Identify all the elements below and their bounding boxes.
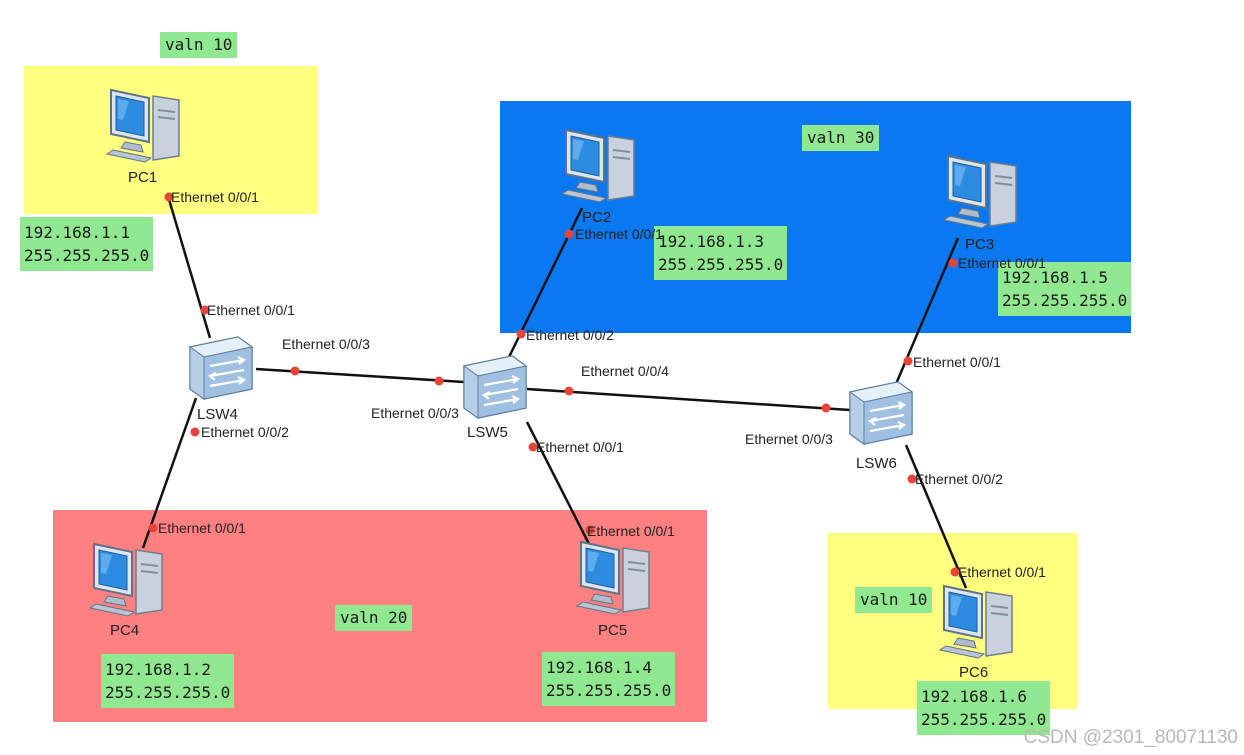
port-dot	[821, 403, 831, 413]
port-label-pc3-e1: Ethernet 0/0/1	[958, 255, 1046, 271]
link-pc1-lsw4	[166, 195, 212, 339]
port-dot	[434, 376, 444, 386]
port-dot	[564, 229, 574, 239]
vlan-label-top-left: valn 10	[160, 32, 238, 58]
pc4-icon[interactable]	[88, 540, 168, 620]
port-dot	[585, 525, 595, 535]
watermark: CSDN @2301_80071130	[1023, 727, 1238, 748]
lsw5-switch-icon[interactable]	[460, 352, 530, 422]
lsw6-name: LSW6	[856, 455, 897, 472]
pc6-ip-config: 192.168.1.6 255.255.255.0	[917, 681, 1051, 735]
pc5-ip: 192.168.1.4	[546, 658, 652, 677]
pc3-mask: 255.255.255.0	[1002, 291, 1128, 310]
link-lsw6-pc6	[904, 444, 968, 589]
port-dot	[564, 386, 574, 396]
lsw6-switch-icon[interactable]	[846, 378, 916, 448]
port-dot	[148, 523, 158, 533]
pc1-icon[interactable]	[105, 86, 185, 166]
port-dot	[948, 258, 958, 268]
pc3-name: PC3	[965, 236, 995, 253]
port-dot	[200, 305, 210, 315]
port-label-lsw4-e3: Ethernet 0/0/3	[282, 336, 370, 352]
pc1-ip-config: 192.168.1.1 255.255.255.0	[20, 217, 154, 271]
lsw4-switch-icon[interactable]	[186, 333, 256, 403]
pc5-icon[interactable]	[575, 538, 655, 618]
port-dot	[907, 474, 917, 484]
vlan-label-vlan30: valn 30	[802, 125, 880, 151]
port-label-pc1-e1: Ethernet 0/0/1	[171, 189, 259, 205]
port-label-lsw6-e1: Ethernet 0/0/1	[913, 354, 1001, 370]
pc1-mask: 255.255.255.0	[24, 246, 150, 265]
port-dot	[190, 427, 200, 437]
pc6-mask: 255.255.255.0	[921, 710, 1047, 729]
pc4-ip-config: 192.168.1.2 255.255.255.0	[101, 654, 235, 708]
port-label-pc5-e1: Ethernet 0/0/1	[587, 523, 675, 539]
port-dot	[516, 329, 526, 339]
port-dot	[290, 366, 300, 376]
pc6-ip: 192.168.1.6	[921, 687, 1027, 706]
pc4-ip: 192.168.1.2	[105, 660, 211, 679]
pc3-ip: 192.168.1.5	[1002, 268, 1108, 287]
pc2-ip-config: 192.168.1.3 255.255.255.0	[654, 226, 788, 280]
pc4-mask: 255.255.255.0	[105, 683, 231, 702]
pc1-ip: 192.168.1.1	[24, 223, 130, 242]
link-lsw5-pc5	[525, 421, 592, 547]
port-label-lsw5-e1: Ethernet 0/0/1	[536, 439, 624, 455]
pc6-name: PC6	[959, 664, 989, 681]
link-lsw4-pc4	[141, 397, 198, 549]
pc5-ip-config: 192.168.1.4 255.255.255.0	[542, 652, 676, 706]
lsw5-name: LSW5	[467, 424, 508, 441]
pc2-icon[interactable]	[560, 126, 640, 206]
pc3-ip-config: 192.168.1.5 255.255.255.0	[998, 262, 1132, 316]
pc3-icon[interactable]	[942, 152, 1022, 232]
port-label-lsw6-e2: Ethernet 0/0/2	[915, 471, 1003, 487]
pc4-name: PC4	[110, 622, 140, 639]
port-dot	[950, 567, 960, 577]
port-label-lsw5-e2: Ethernet 0/0/2	[526, 327, 614, 343]
vlan-label-vlan20: valn 20	[335, 605, 413, 631]
lsw4-name: LSW4	[197, 406, 238, 423]
port-label-lsw4-e2: Ethernet 0/0/2	[201, 424, 289, 440]
port-dot	[164, 192, 174, 202]
pc6-icon[interactable]	[938, 582, 1018, 662]
link-lsw5-lsw6	[526, 387, 851, 412]
port-label-lsw6-e3: Ethernet 0/0/3	[745, 431, 833, 447]
pc2-name: PC2	[582, 209, 612, 226]
pc5-mask: 255.255.255.0	[546, 681, 672, 700]
port-label-lsw5-e3: Ethernet 0/0/3	[371, 405, 459, 421]
vlan-label-bottom-right: valn 10	[855, 587, 933, 613]
port-label-pc2-e1: Ethernet 0/0/1	[575, 226, 663, 242]
port-label-lsw5-e4: Ethernet 0/0/4	[581, 363, 669, 379]
pc1-name: PC1	[128, 169, 158, 186]
pc2-mask: 255.255.255.0	[658, 255, 784, 274]
port-label-pc4-e1: Ethernet 0/0/1	[158, 520, 246, 536]
pc2-ip: 192.168.1.3	[658, 232, 764, 251]
port-label-pc6-e1: Ethernet 0/0/1	[958, 564, 1046, 580]
pc5-name: PC5	[598, 622, 628, 639]
link-lsw4-lsw5	[255, 367, 465, 384]
port-dot	[903, 356, 913, 366]
port-dot	[528, 442, 538, 452]
port-label-lsw4-e1: Ethernet 0/0/1	[207, 302, 295, 318]
